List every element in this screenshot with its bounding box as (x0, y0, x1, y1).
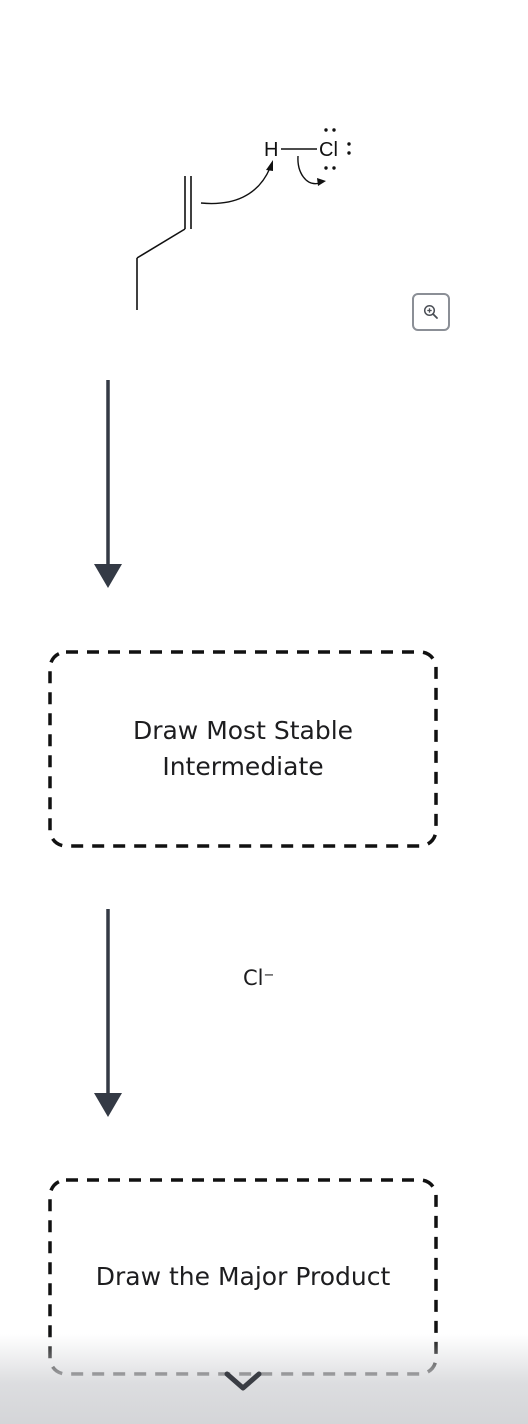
reagent-symbol: Cl (243, 966, 264, 990)
chlorine-atom: Cl (319, 139, 338, 161)
zoom-in-button[interactable] (412, 293, 450, 331)
alkene-skeleton (136, 176, 192, 310)
curved-arrow-pi-to-h (200, 167, 271, 205)
intermediate-drop-zone[interactable]: Draw Most Stable Intermediate (48, 650, 438, 848)
hydrogen-atom: H (264, 139, 278, 161)
curved-arrow-bond-to-cl (297, 155, 321, 185)
zoom-in-icon (423, 304, 438, 319)
reaction-arrow-1 (94, 380, 122, 588)
chevron-down-icon[interactable] (222, 1368, 264, 1398)
arrowhead (266, 160, 273, 171)
dashed-border (48, 650, 438, 848)
reactant-structure: H Cl (136, 128, 351, 310)
reaction-arrow-2 (94, 909, 122, 1117)
reagent-charge: − (263, 968, 275, 983)
intermediate-prompt: Draw Most Stable Intermediate (132, 716, 354, 781)
product-drop-zone[interactable]: Draw the Major Product (48, 1178, 438, 1376)
product-prompt: Draw the Major Product (95, 1262, 391, 1291)
lone-pairs (324, 128, 351, 170)
arrowhead (317, 178, 326, 186)
reagent-label: Cl− (243, 966, 274, 990)
